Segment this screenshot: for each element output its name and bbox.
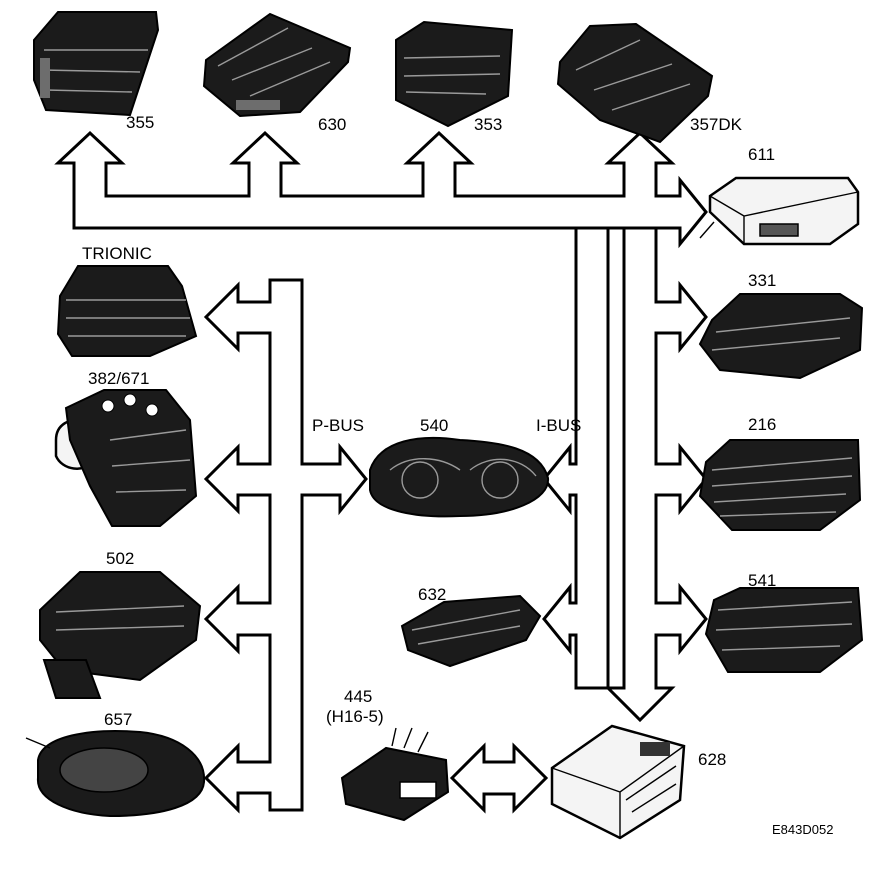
module-355-unit [33, 11, 160, 117]
label-630: 630 [318, 115, 346, 134]
label-i-bus: I-BUS [536, 416, 581, 435]
figure-code: E843D052 [772, 822, 833, 837]
label-216: 216 [748, 415, 776, 434]
label-540: 540 [420, 416, 448, 435]
p-bus-trunk [203, 278, 368, 814]
module-331-unit [698, 293, 864, 380]
module-353-unit [395, 20, 514, 128]
module-502-unit [39, 571, 202, 699]
label-trionic: TRIONIC [82, 244, 152, 263]
module-630-unit [202, 12, 352, 118]
module-541-unit [704, 587, 864, 673]
label-p-bus: P-BUS [312, 416, 364, 435]
label-355: 355 [126, 113, 154, 132]
label-632: 632 [418, 585, 446, 604]
i-bus-inner-trunk [542, 226, 610, 690]
label-445: 445 [344, 687, 372, 706]
label-445-sub: (H16-5) [326, 707, 384, 726]
module-657-unit [25, 730, 206, 818]
label-502: 502 [106, 549, 134, 568]
module-611-unit [699, 176, 860, 246]
label-331: 331 [748, 271, 776, 290]
label-541: 541 [748, 571, 776, 590]
double-arrow-445-628 [449, 742, 549, 814]
modules [25, 11, 864, 840]
module-445-connector [340, 727, 450, 822]
i-bus-top-band [54, 130, 708, 249]
module-632-unit [400, 594, 542, 668]
module-216-unit [698, 439, 862, 531]
label-628: 628 [698, 750, 726, 769]
module-382-671-unit [54, 389, 198, 527]
label-657: 657 [104, 710, 132, 729]
module-357dk-unit [556, 22, 714, 144]
label-611: 611 [748, 145, 775, 164]
module-540-unit [369, 436, 550, 518]
label-382-671: 382/671 [88, 369, 149, 388]
module-628-unit [550, 724, 686, 840]
label-353: 353 [474, 115, 502, 134]
i-bus-right-trunk [604, 226, 708, 723]
module-trionic-unit [56, 265, 198, 357]
labels: 355 630 353 357DK 611 331 216 541 628 63… [82, 113, 833, 837]
bus-arrows [54, 130, 708, 814]
label-357dk: 357DK [690, 115, 743, 134]
